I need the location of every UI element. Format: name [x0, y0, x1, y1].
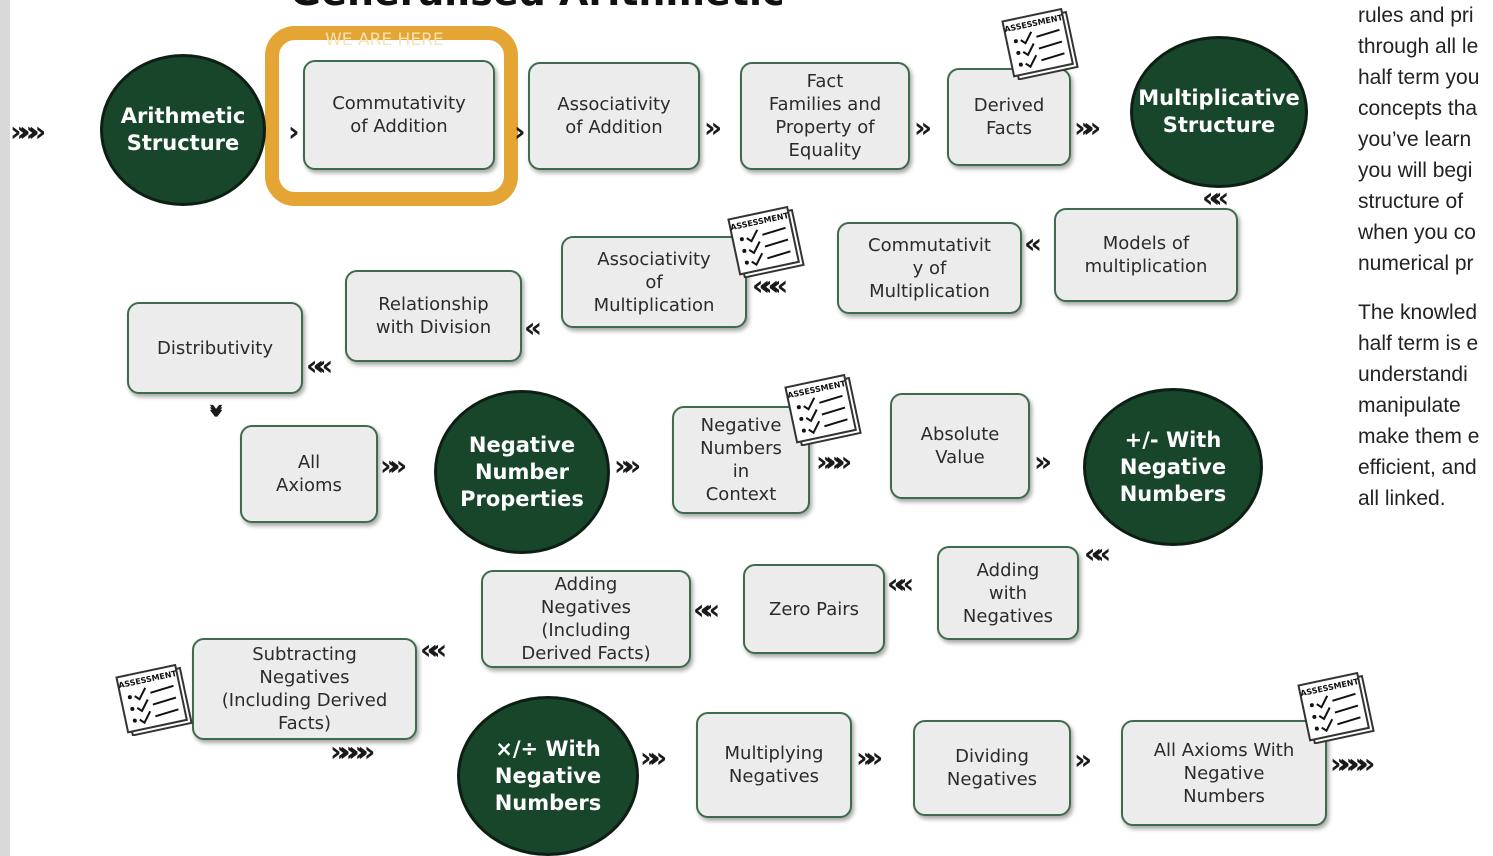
- node-times-divide-negative[interactable]: ×/÷ With Negative Numbers: [457, 696, 639, 856]
- chevron-right-icon: »: [1034, 445, 1052, 478]
- text-line: The knowled: [1358, 301, 1478, 324]
- chevron-right-icon: »»»: [816, 445, 852, 478]
- chevron-right-icon: »»: [640, 741, 667, 774]
- node-adding-negatives-derived[interactable]: Adding Negatives (Including Derived Fact…: [481, 570, 691, 668]
- node-distributivity[interactable]: Distributivity: [127, 302, 303, 394]
- text-line: understandi: [1358, 363, 1468, 386]
- chevron-right-icon: »»»»: [330, 735, 375, 768]
- we-are-here-label: WE ARE HERE: [325, 30, 444, 50]
- node-multiplying-negatives[interactable]: Multiplying Negatives: [696, 712, 852, 818]
- text-line: rules and pri: [1358, 4, 1474, 27]
- assessment-icon: ASSESSMENT: [784, 374, 862, 446]
- chevron-right-icon: »»: [856, 741, 883, 774]
- diagram-title: Generalised Arithmetic: [290, 0, 785, 14]
- chevron-right-icon: »: [914, 111, 932, 144]
- text-line: manipulate: [1358, 394, 1461, 417]
- node-adding-with-negatives[interactable]: Adding with Negatives: [937, 546, 1079, 640]
- chevron-left-icon: ««: [693, 593, 720, 626]
- chevron-right-icon: »»: [1074, 111, 1101, 144]
- text-line: half term is e: [1358, 332, 1479, 355]
- text-line: when you co: [1358, 221, 1476, 244]
- chevron-down-icon: ›››: [200, 402, 234, 410]
- chevron-left-icon: ««: [1084, 537, 1111, 570]
- right-text-panel: rules and pri through all le half term y…: [1358, 0, 1493, 532]
- assessment-icon: ASSESSMENT: [115, 664, 193, 736]
- chevron-right-icon: ›: [288, 115, 298, 148]
- text-line: half term you: [1358, 66, 1480, 89]
- node-all-axioms[interactable]: All Axioms: [240, 425, 378, 523]
- chevron-left-icon: ««: [887, 567, 914, 600]
- chevron-left-icon: «: [1024, 227, 1042, 260]
- node-associativity-addition[interactable]: Associativity of Addition: [528, 62, 700, 170]
- node-dividing-negatives[interactable]: Dividing Negatives: [913, 720, 1071, 816]
- node-zero-pairs[interactable]: Zero Pairs: [743, 564, 885, 654]
- node-models-multiplication[interactable]: Models of multiplication: [1054, 208, 1238, 302]
- chevron-right-icon: »»»»: [1330, 747, 1375, 780]
- window-left-edge: [0, 0, 10, 856]
- right-paragraph-1: rules and pri through all le half term y…: [1358, 0, 1493, 279]
- assessment-icon: ASSESSMENT: [1001, 8, 1079, 80]
- chevron-right-icon: »: [704, 111, 722, 144]
- right-paragraph-2: The knowled half term is e understandi m…: [1358, 297, 1493, 514]
- text-line: make them e: [1358, 425, 1480, 448]
- text-line: all linked.: [1358, 487, 1446, 510]
- assessment-icon: ASSESSMENT: [727, 206, 805, 278]
- node-negative-numbers-context[interactable]: Negative Numbers in Context: [672, 406, 810, 514]
- node-plus-minus-negative[interactable]: +/- With Negative Numbers: [1083, 388, 1263, 546]
- text-line: numerical pr: [1358, 252, 1474, 275]
- we-are-here-frame: [265, 26, 518, 206]
- text-line: you will begi: [1358, 159, 1473, 182]
- node-absolute-value[interactable]: Absolute Value: [890, 393, 1030, 499]
- chevron-right-icon: »»: [380, 449, 407, 482]
- node-fact-families[interactable]: Fact Families and Property of Equality: [740, 62, 910, 170]
- node-derived-facts[interactable]: Derived Facts: [947, 68, 1071, 166]
- node-negative-number-properties[interactable]: Negative Number Properties: [434, 390, 610, 554]
- text-line: concepts tha: [1358, 97, 1478, 120]
- node-all-axioms-negative[interactable]: All Axioms With Negative Numbers: [1121, 720, 1327, 826]
- node-subtracting-negatives[interactable]: Subtracting Negatives (Including Derived…: [192, 638, 417, 740]
- node-multiplicative-structure[interactable]: Multiplicative Structure: [1130, 36, 1308, 188]
- text-line: structure of: [1358, 190, 1464, 213]
- chevron-left-icon: ««: [306, 349, 333, 382]
- chevron-left-icon: ««: [420, 633, 447, 666]
- chevron-left-icon: «: [524, 311, 542, 344]
- chevron-right-icon: ›: [514, 115, 524, 148]
- text-line: efficient, and: [1358, 456, 1477, 479]
- node-associativity-multiplication[interactable]: Associativity of Multiplication: [561, 236, 747, 328]
- node-commutativity-multiplication[interactable]: Commutativit y of Multiplication: [837, 222, 1022, 314]
- node-arithmetic-structure[interactable]: Arithmetic Structure: [100, 54, 266, 206]
- text-line: you’ve learn: [1358, 128, 1472, 151]
- text-line: through all le: [1358, 35, 1479, 58]
- chevron-right-icon: »: [1074, 743, 1092, 776]
- chevron-right-icon: »»: [614, 449, 641, 482]
- node-relationship-division[interactable]: Relationship with Division: [345, 270, 522, 362]
- assessment-icon: ASSESSMENT: [1297, 672, 1375, 744]
- node-commutativity-addition[interactable]: Commutativity of Addition: [303, 60, 495, 170]
- chevron-right-icon: »»»: [10, 115, 46, 148]
